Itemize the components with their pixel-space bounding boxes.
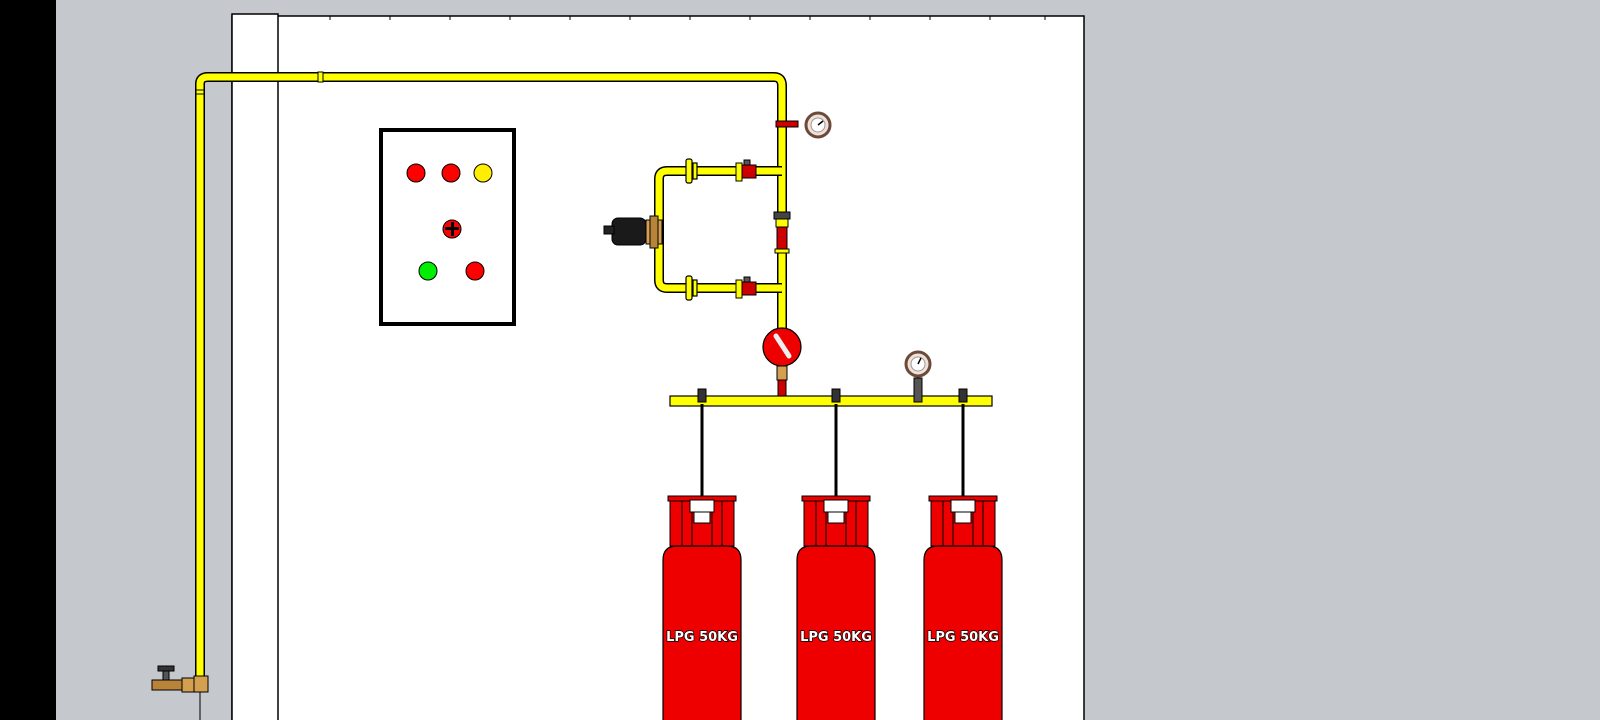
wall-post [231,13,279,720]
lamp-yellow [473,163,493,183]
lpg-cylinder-2: LPG 50KG [796,495,876,720]
control-panel [379,128,516,326]
ball-valve-upper [735,159,757,182]
pipe-joints [195,71,324,95]
lpg-cylinder-1: LPG 50KG [662,495,742,720]
cylinder-label: LPG 50KG [800,630,872,645]
lamp-red-1 [406,163,426,183]
gas-regulator [762,327,802,407]
wall-top-ticks [329,16,1046,20]
solenoid-valve [603,215,663,249]
lamp-red-3 [465,261,485,281]
manifold-pipe [669,395,993,407]
cylinder-label: LPG 50KG [927,630,999,645]
flange-lower [685,275,698,301]
lamp-green [418,261,438,281]
left-edge-bar [0,0,56,720]
hose-connectors [697,388,968,496]
emergency-stop-cross [445,222,459,236]
ball-valve-vertical [773,211,791,254]
lamp-red-2 [441,163,461,183]
flange-upper [685,158,698,184]
cylinder-label: LPG 50KG [666,630,738,645]
lpg-cylinder-3: LPG 50KG [923,495,1003,720]
manifold-gauge [904,350,932,403]
wall-valve [151,665,209,720]
pressure-gauge-upper [775,111,832,139]
ball-valve-lower [735,276,757,299]
